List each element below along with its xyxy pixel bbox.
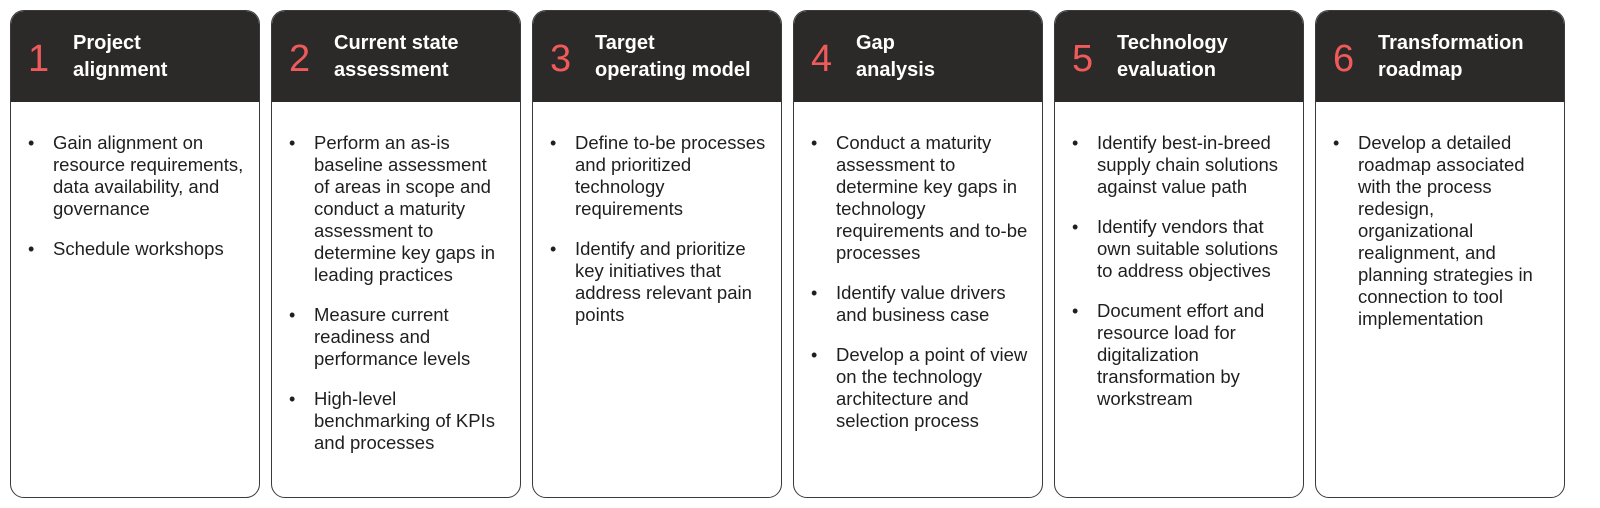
bullet-text: Develop a detailed roadmap associated wi…: [1358, 132, 1533, 329]
bullet-dot-icon: •: [289, 305, 296, 325]
bullet-dot-icon: •: [28, 133, 35, 153]
step-number-3: 3: [550, 37, 572, 80]
step-header-3: 3 Target operating model: [533, 11, 781, 102]
bullet-text: Identify vendors that own suitable solut…: [1097, 216, 1278, 281]
bullet-list: • Gain alignment on resource requirements…: [27, 132, 245, 260]
bullet-text: Gain alignment on resource requirements,…: [53, 132, 244, 219]
step-body-1: • Gain alignment on resource requirements…: [11, 102, 259, 278]
bullet-list: • Develop a detailed roadmap associated w…: [1332, 132, 1550, 330]
bullet-dot-icon: •: [811, 345, 818, 365]
step-header-4: 4 Gap analysis: [794, 11, 1042, 102]
bullet-dot-icon: •: [1072, 217, 1079, 237]
step-card-1: 1 Project alignment • Gain alignment on r…: [10, 10, 260, 498]
bullet-item: • Identify value drivers and business cas…: [810, 282, 1028, 326]
step-body-2: • Perform an as-is baseline assessment of…: [272, 102, 520, 472]
step-title-2: Current state assessment: [334, 31, 459, 81]
bullet-item: • Document effort and resource load for d…: [1071, 300, 1289, 410]
bullet-dot-icon: •: [811, 283, 818, 303]
bullet-item: • Measure current readiness and performan…: [288, 304, 506, 370]
bullet-list: • Conduct a maturity assessment to determ…: [810, 132, 1028, 432]
bullet-item: • Identify and prioritize key initiatives…: [549, 238, 767, 326]
step-card-2: 2 Current state assessment • Perform an a…: [271, 10, 521, 498]
step-card-6: 6 Transformation roadmap • Develop a deta…: [1315, 10, 1565, 498]
bullet-text: Conduct a maturity assessment to determi…: [836, 132, 1028, 263]
step-title-6: Transformation roadmap: [1378, 31, 1524, 81]
bullet-item: • Develop a detailed roadmap associated w…: [1332, 132, 1550, 330]
step-header-5: 5 Technology evaluation: [1055, 11, 1303, 102]
bullet-dot-icon: •: [1333, 133, 1340, 153]
bullet-item: • Define to-be processes and prioritized …: [549, 132, 767, 220]
step-header-2: 2 Current state assessment: [272, 11, 520, 102]
bullet-dot-icon: •: [550, 133, 557, 153]
bullet-text: Develop a point of view on the technolog…: [836, 344, 1028, 431]
bullet-dot-icon: •: [550, 239, 557, 259]
step-header-1: 1 Project alignment: [11, 11, 259, 102]
step-number-1: 1: [28, 37, 50, 80]
bullet-text: Measure current readiness and performanc…: [314, 304, 471, 369]
bullet-item: • Develop a point of view on the technolo…: [810, 344, 1028, 432]
bullet-text: Identify best-in-breed supply chain solu…: [1097, 132, 1278, 197]
bullet-item: • Gain alignment on resource requirements…: [27, 132, 245, 220]
step-card-5: 5 Technology evaluation • Identify best-i…: [1054, 10, 1304, 498]
bullet-text: Define to-be processes and prioritized t…: [575, 132, 766, 219]
step-number-5: 5: [1072, 37, 1094, 80]
bullet-list: • Define to-be processes and prioritized …: [549, 132, 767, 326]
bullet-item: • Perform an as-is baseline assessment of…: [288, 132, 506, 286]
bullet-dot-icon: •: [1072, 301, 1079, 321]
bullet-text: Identify and prioritize key initiatives …: [575, 238, 752, 325]
step-title-4: Gap analysis: [856, 31, 935, 81]
step-card-4: 4 Gap analysis • Conduct a maturity asses…: [793, 10, 1043, 498]
bullet-text: Schedule workshops: [53, 238, 224, 259]
bullet-item: • Identify vendors that own suitable solu…: [1071, 216, 1289, 282]
bullet-item: • High-level benchmarking of KPIs and pro…: [288, 388, 506, 454]
step-body-3: • Define to-be processes and prioritized …: [533, 102, 781, 344]
bullet-text: Perform an as-is baseline assessment of …: [314, 132, 495, 285]
bullet-dot-icon: •: [28, 239, 35, 259]
bullet-item: • Schedule workshops: [27, 238, 245, 260]
bullet-item: • Conduct a maturity assessment to determ…: [810, 132, 1028, 264]
bullet-dot-icon: •: [289, 389, 296, 409]
step-title-5: Technology evaluation: [1117, 31, 1228, 81]
step-body-6: • Develop a detailed roadmap associated w…: [1316, 102, 1564, 348]
bullet-text: Document effort and resource load for di…: [1097, 300, 1265, 409]
step-card-3: 3 Target operating model • Define to-be p…: [532, 10, 782, 498]
step-number-6: 6: [1333, 37, 1355, 80]
bullet-list: • Identify best-in-breed supply chain sol…: [1071, 132, 1289, 410]
bullet-text: Identify value drivers and business case: [836, 282, 1006, 325]
step-header-6: 6 Transformation roadmap: [1316, 11, 1564, 102]
step-body-4: • Conduct a maturity assessment to determ…: [794, 102, 1042, 450]
step-body-5: • Identify best-in-breed supply chain sol…: [1055, 102, 1303, 428]
bullet-dot-icon: •: [811, 133, 818, 153]
step-title-1: Project alignment: [73, 31, 168, 81]
bullet-text: High-level benchmarking of KPIs and proc…: [314, 388, 495, 453]
step-number-2: 2: [289, 37, 311, 80]
bullet-list: • Perform an as-is baseline assessment of…: [288, 132, 506, 454]
step-number-4: 4: [811, 37, 833, 80]
bullet-item: • Identify best-in-breed supply chain sol…: [1071, 132, 1289, 198]
step-title-3: Target operating model: [595, 31, 751, 81]
bullet-dot-icon: •: [289, 133, 296, 153]
bullet-dot-icon: •: [1072, 133, 1079, 153]
